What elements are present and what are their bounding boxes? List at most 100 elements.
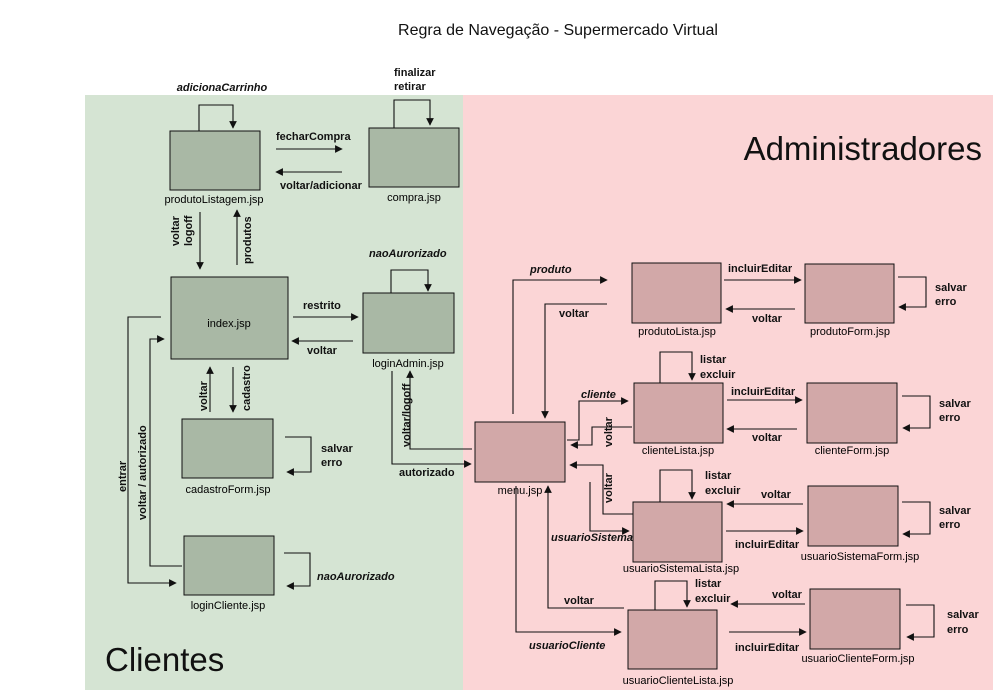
node-usuario-sistema-form xyxy=(807,485,899,547)
node-produto-lista xyxy=(631,262,722,324)
label-excluir-cliente: excluir xyxy=(700,369,736,381)
node-cliente-form xyxy=(806,382,898,444)
label-salvar-cliente: salvar xyxy=(939,398,972,410)
label-erro-uc: erro xyxy=(947,624,969,636)
label-excluir-us: excluir xyxy=(705,485,741,497)
label-usuario-cliente: usuarioCliente xyxy=(529,640,605,652)
edge-voltar-autorizado xyxy=(149,335,182,567)
label-salvar-cadastro: salvar xyxy=(321,443,354,455)
label-voltar-index-admin: voltar xyxy=(307,345,338,357)
label-finalizar: finalizar xyxy=(394,67,436,79)
label-voltar-cadastro: voltar xyxy=(198,380,210,411)
label-produto: produto xyxy=(529,264,572,276)
node-produto-lista-label: produtoLista.jsp xyxy=(638,326,716,338)
node-usuario-cliente-lista xyxy=(627,609,718,670)
node-usuario-cliente-lista-label: usuarioClienteLista.jsp xyxy=(623,675,734,687)
node-cadastro-form xyxy=(181,418,274,479)
edge-voltar-usuario-cliente xyxy=(544,485,624,609)
node-cliente-lista-label: clienteLista.jsp xyxy=(642,445,714,457)
edge-listar-excluir-cliente xyxy=(659,351,696,383)
edge-salvar-erro-cliente xyxy=(902,395,931,432)
label-cadastro: cadastro xyxy=(241,365,253,411)
label-salvar-produto: salvar xyxy=(935,282,968,294)
label-fechar-compra: fecharCompra xyxy=(276,131,351,143)
edge-autorizado xyxy=(391,371,472,468)
label-erro-produto: erro xyxy=(935,296,957,308)
node-login-admin xyxy=(362,292,455,354)
label-voltar-logoff: voltar/logoff xyxy=(401,383,413,447)
node-cadastro-form-label: cadastroForm.jsp xyxy=(186,484,271,496)
node-menu-label: menu.jsp xyxy=(498,485,543,497)
label-autorizado: autorizado xyxy=(399,467,455,479)
label-incluir-editar-us: incluirEditar xyxy=(735,539,800,551)
label-listar-us: listar xyxy=(705,470,732,482)
label-salvar-uc: salvar xyxy=(947,609,980,621)
label-voltar-us-form: voltar xyxy=(761,489,792,501)
label-erro-cliente: erro xyxy=(939,412,961,424)
edge-salvar-erro-produto xyxy=(898,276,927,311)
label-voltar-adicionar: voltar/adicionar xyxy=(280,180,363,192)
node-usuario-sistema-lista-label: usuarioSistemaLista.jsp xyxy=(623,563,739,575)
label-salvar-us: salvar xyxy=(939,505,972,517)
admins-region-label: Administradores xyxy=(744,130,982,167)
label-nao-aurorizado-cliente: naoAurorizado xyxy=(317,571,395,583)
node-index-label: index.jsp xyxy=(207,318,250,330)
node-compra-label: compra.jsp xyxy=(387,192,441,204)
label-erro-us: erro xyxy=(939,519,961,531)
node-index xyxy=(170,276,289,360)
node-login-cliente-label: loginCliente.jsp xyxy=(191,600,266,612)
label-entrar: entrar xyxy=(117,460,129,492)
edge-finalizar-retirar xyxy=(393,99,434,128)
label-excluir-uc: excluir xyxy=(695,593,731,605)
label-voltar-cliente: voltar xyxy=(603,416,615,447)
node-usuario-sistema-lista xyxy=(632,501,723,563)
label-voltar-uc-form: voltar xyxy=(772,589,803,601)
edge-adiciona-carrinho xyxy=(198,104,237,131)
label-listar-cliente: listar xyxy=(700,354,727,366)
label-cliente: cliente xyxy=(581,389,616,401)
node-cliente-form-label: clienteForm.jsp xyxy=(815,445,890,457)
diagram-title: Regra de Navegação - Supermercado Virtua… xyxy=(398,22,718,39)
edge-voltar-cliente xyxy=(570,426,632,449)
edge-salvar-erro-us xyxy=(902,501,931,538)
node-produto-form xyxy=(804,263,895,324)
edge-listar-excluir-uc xyxy=(654,580,691,610)
label-voltar-produto: voltar xyxy=(559,308,590,320)
edge-salvar-erro-uc xyxy=(906,604,935,641)
label-listar-uc: listar xyxy=(695,578,722,590)
label-erro-cadastro: erro xyxy=(321,457,343,469)
edge-listar-excluir-us xyxy=(659,469,696,502)
node-usuario-sistema-form-label: usuarioSistemaForm.jsp xyxy=(801,551,920,563)
node-menu xyxy=(474,421,566,483)
edge-salvar-erro-cadastro xyxy=(285,436,312,476)
edge-cliente xyxy=(567,397,629,441)
label-incluir-editar-cliente: incluirEditar xyxy=(731,386,796,398)
admins-region xyxy=(463,95,993,690)
label-usuario-sistema: usuarioSistema xyxy=(551,532,633,544)
label-incluir-editar-uc: incluirEditar xyxy=(735,642,800,654)
edge-nao-aurorizado-admin xyxy=(390,269,432,293)
label-restrito: restrito xyxy=(303,300,341,312)
node-produto-listagem xyxy=(169,130,261,191)
edge-usuario-sistema xyxy=(589,482,630,535)
label-produtos: produtos xyxy=(242,216,254,264)
label-logoff: logoff xyxy=(183,215,195,246)
node-cliente-lista xyxy=(633,382,724,444)
edge-entrar xyxy=(127,316,177,587)
edge-nao-aurorizado-cliente xyxy=(284,552,311,590)
label-voltar-autorizado: voltar / autorizado xyxy=(137,425,149,520)
label-adiciona-carrinho: adicionaCarrinho xyxy=(177,82,268,94)
label-incluir-editar-produto: incluirEditar xyxy=(728,263,793,275)
node-usuario-cliente-form-label: usuarioClienteForm.jsp xyxy=(801,653,914,665)
label-voltar-top: voltar xyxy=(170,215,182,246)
label-voltar-usuario-cliente: voltar xyxy=(564,595,595,607)
node-produto-listagem-label: produtoListagem.jsp xyxy=(164,194,263,206)
edge-voltar-usuario-sistema xyxy=(569,461,633,515)
edge-usuario-cliente xyxy=(515,486,622,636)
node-login-admin-label: loginAdmin.jsp xyxy=(372,358,444,370)
label-voltar-cliente-form: voltar xyxy=(752,432,783,444)
label-voltar-produto-form: voltar xyxy=(752,313,783,325)
label-retirar: retirar xyxy=(394,81,427,93)
